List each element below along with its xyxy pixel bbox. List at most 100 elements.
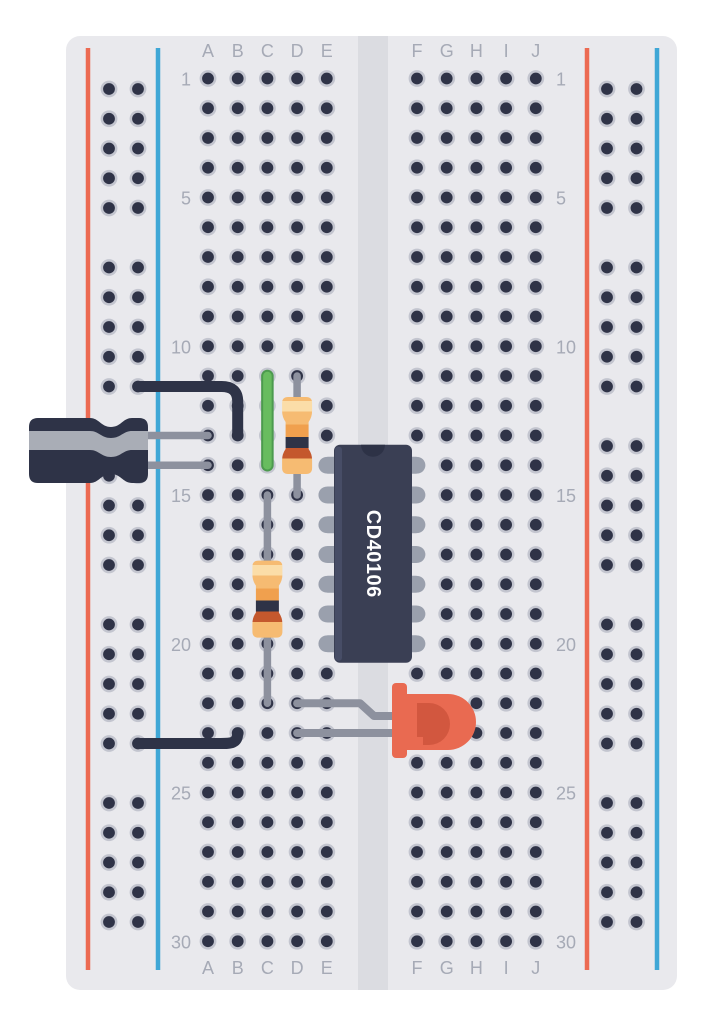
column-label-top: I [504,41,509,61]
hole [318,189,336,206]
hole [527,635,545,653]
hole [318,813,336,831]
hole [259,932,276,950]
hole [100,883,118,901]
hole [199,248,217,266]
hole [497,70,515,87]
hole [438,189,456,206]
hole [497,397,515,415]
hole [628,735,645,752]
hole [438,903,456,920]
hole [288,337,306,355]
hole [408,337,426,355]
hole [318,278,336,296]
hole [497,308,515,325]
hole [288,278,306,296]
hole [598,705,616,723]
hole [497,129,515,147]
hole [468,308,485,325]
hole [468,635,485,653]
hole [288,605,306,623]
hole [288,784,306,801]
hole [598,854,616,871]
hole [259,903,276,920]
hole [408,129,426,147]
hole [527,784,545,801]
hole [100,199,118,217]
hole [598,883,616,901]
hole [229,635,247,653]
hole [408,427,426,444]
hole [199,605,217,623]
hole [438,248,456,266]
hole [527,278,545,296]
hole [129,645,147,663]
hole [318,784,336,801]
hole [288,159,306,177]
hole [628,824,645,842]
hole [527,248,545,266]
hole [318,427,336,444]
hole [229,189,247,206]
hole [229,218,247,236]
capacitor-stripe [29,431,148,457]
hole [468,367,485,385]
hole [129,199,147,217]
hole [199,308,217,325]
hole [438,278,456,296]
hole [199,189,217,206]
hole [288,99,306,117]
hole [318,129,336,147]
resistor-2 [252,491,283,707]
hole [408,397,426,415]
hole [628,378,645,395]
hole [259,189,276,206]
hole [408,932,426,950]
capacitor-body [29,418,148,483]
hole [598,259,616,276]
hole [318,903,336,920]
column-label-top: C [261,41,274,61]
hole [628,913,645,931]
hole [100,675,118,693]
hole [628,526,645,544]
hole [199,813,217,831]
column-label-top: H [470,41,483,61]
column-label-top: J [531,41,540,61]
hole [497,486,515,504]
hole [259,724,276,742]
hole [129,556,147,574]
hole [527,486,545,504]
hole [598,318,616,336]
column-label-bottom: B [232,958,244,978]
hole [438,99,456,117]
hole [628,80,645,98]
hole [100,378,118,395]
hole [129,883,147,901]
hole [229,159,247,177]
hole [129,288,147,306]
hole [527,308,545,325]
hole [288,70,306,87]
hole [527,665,545,682]
hole [527,932,545,950]
hole [229,516,247,534]
hole [408,278,426,296]
hole [199,903,217,920]
hole [468,694,485,712]
hole [628,854,645,871]
hole [468,278,485,296]
ic-body-highlight [335,446,342,661]
hole [527,456,545,474]
hole [259,337,276,355]
hole [288,635,306,653]
hole [628,140,645,157]
hole [527,70,545,87]
hole [527,575,545,593]
hole [100,616,118,633]
hole [598,526,616,544]
column-label-top: E [321,41,333,61]
hole [468,427,485,444]
hole [199,486,217,504]
ic-notch [361,444,386,457]
